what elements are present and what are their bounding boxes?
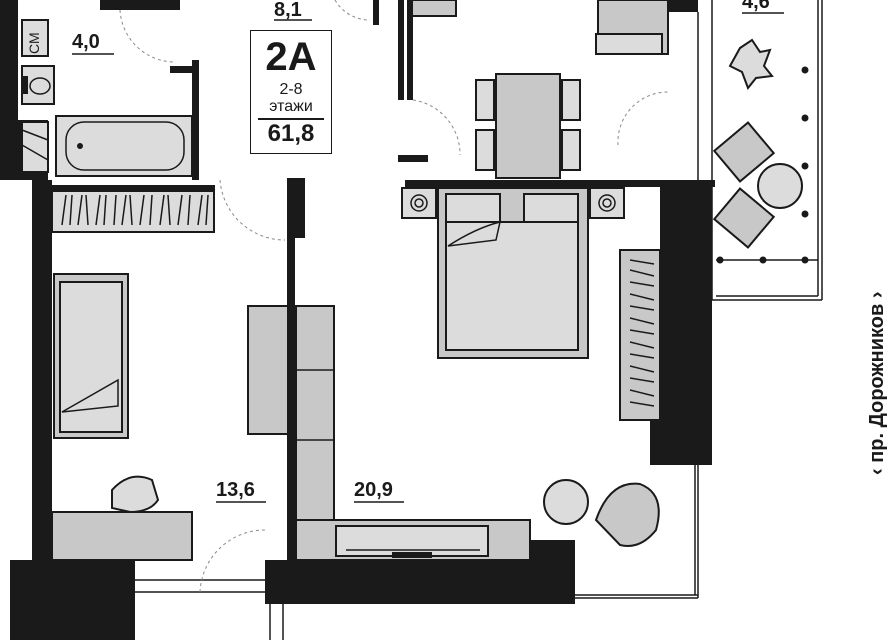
living-room-furniture [295, 249, 661, 561]
bathroom-tag: СМ [22, 20, 44, 60]
apartment-floors-word: этажи [269, 98, 313, 115]
balcony-area-label: 4,6 [742, 0, 770, 13]
door-swings [119, 0, 669, 593]
hall-area-label: 8,1 [274, 0, 302, 21]
apartment-info-box: 2А 2-8 этажи 61,8 [250, 30, 332, 154]
bedroom-area-label: 13,6 [216, 479, 255, 501]
area-labels: 8,1 4,0 4,6 13,6 20,9 [72, 0, 784, 503]
bathroom-tag-text: СМ [26, 32, 42, 54]
street-name: ‹ пр. Дорожников › [866, 291, 888, 475]
balcony-posts [716, 66, 809, 264]
bathroom [21, 19, 193, 177]
kitchen-items [411, 0, 669, 55]
walls [0, 0, 715, 640]
balcony-furniture [712, 38, 803, 249]
wardrobe [51, 185, 215, 233]
bathroom-area-label: 4,0 [72, 31, 100, 53]
dining-set [475, 73, 581, 179]
apartment-floors: 2-8 [279, 81, 303, 98]
double-bed [401, 187, 625, 359]
small-room-furniture [51, 273, 289, 561]
living-area-label: 20,9 [354, 479, 393, 501]
apartment-type: 2А [265, 35, 317, 79]
apartment-total-area: 61,8 [267, 120, 315, 147]
info-divider [258, 118, 324, 120]
